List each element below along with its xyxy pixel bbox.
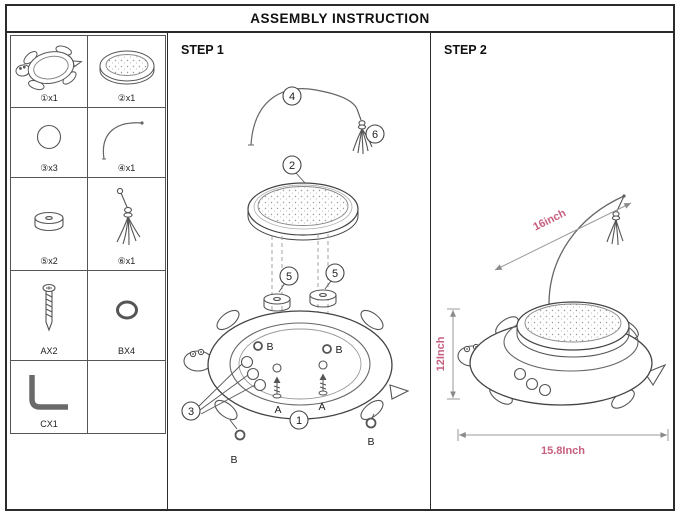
turtle-assembled <box>457 301 667 409</box>
dim-width-label: 15.8Inch <box>541 445 585 457</box>
scratch-pad-icon <box>99 50 154 85</box>
part-cell-ball: ③x3 <box>11 108 88 178</box>
part-cell-allen-key: CX1 <box>11 361 88 433</box>
turtle-base-icon <box>15 45 83 91</box>
part-label-turtle-base: ①x1 <box>40 93 58 103</box>
screw-icon <box>42 283 56 332</box>
content: ①x1 <box>7 33 673 509</box>
callout-3: 3 <box>181 401 201 421</box>
svg-text:5: 5 <box>332 268 338 280</box>
label-b-top-right: B <box>335 344 342 356</box>
tassel-icon <box>116 187 140 246</box>
part-label-screw: AX2 <box>40 346 58 356</box>
ball-icon <box>36 124 62 150</box>
tassel-exploded <box>352 108 373 155</box>
part-label-disc: ⑤x2 <box>40 256 58 266</box>
part-label-tassel: ⑥x1 <box>117 256 136 266</box>
part-cell-scratch-pad: ②x1 <box>88 36 165 108</box>
dim-wand: 16inch <box>494 202 632 271</box>
svg-text:3: 3 <box>188 406 194 418</box>
part-cell-empty <box>88 361 165 433</box>
parts-panel: ①x1 <box>7 33 167 509</box>
wire-icon <box>101 121 144 160</box>
screw-right <box>318 373 328 396</box>
rings <box>229 341 377 441</box>
part-label-ring: BX4 <box>117 346 135 356</box>
part-label-ball: ③x3 <box>40 163 58 173</box>
page-title: ASSEMBLY INSTRUCTION <box>7 6 673 33</box>
label-a-right: A <box>318 401 325 413</box>
part-cell-tassel: ⑥x1 <box>88 178 165 271</box>
dim-height: 12Inch <box>435 308 460 400</box>
dim-height-label: 12Inch <box>435 336 447 371</box>
dim-width: 15.8Inch <box>457 429 669 457</box>
parts-grid: ①x1 <box>10 35 166 434</box>
spacer-disc-left <box>263 293 291 312</box>
turtle-base-exploded <box>183 309 410 421</box>
step2-title: STEP 2 <box>444 43 487 57</box>
callout-leaders <box>198 172 332 415</box>
step1-panel: STEP 1 <box>167 33 430 509</box>
part-cell-wire: ④x1 <box>88 108 165 178</box>
screw-left <box>272 376 282 399</box>
step1-title: STEP 1 <box>181 43 224 57</box>
step2-diagram: 16inch 12Inch 15.8Inch <box>435 194 669 457</box>
label-b-bottom-right: B <box>367 436 374 448</box>
part-label-wire: ④x1 <box>117 163 136 173</box>
callout-1: 1 <box>289 410 309 430</box>
callout-4: 4 <box>282 86 302 106</box>
ring-icon <box>115 300 138 320</box>
label-b-bottom-left: B <box>230 454 237 466</box>
svg-text:2: 2 <box>289 160 295 172</box>
svg-text:6: 6 <box>372 129 378 141</box>
teaser-wire <box>248 88 358 146</box>
part-label-allen-key: CX1 <box>40 419 58 429</box>
dim-wand-label: 16inch <box>531 207 568 233</box>
callout-5-left: 5 <box>279 266 299 286</box>
label-a-left: A <box>274 404 281 416</box>
spacer-disc-right <box>309 289 337 308</box>
part-label-scratch-pad: ②x1 <box>117 93 136 103</box>
callout-5-right: 5 <box>325 263 345 283</box>
step1-diagram: 4 6 2 5 5 <box>181 86 410 466</box>
svg-text:5: 5 <box>286 271 292 283</box>
allen-key-icon <box>29 375 68 410</box>
disc-icon <box>34 211 64 232</box>
part-cell-ring: BX4 <box>88 271 165 361</box>
part-cell-turtle-base: ①x1 <box>11 36 88 108</box>
callout-2: 2 <box>282 155 302 175</box>
scratch-pad-exploded <box>247 182 359 241</box>
label-b-top-left: B <box>266 341 273 353</box>
svg-text:1: 1 <box>296 415 302 427</box>
callout-6: 6 <box>365 124 385 144</box>
svg-text:4: 4 <box>289 91 295 103</box>
instruction-sheet: ASSEMBLY INSTRUCTION <box>5 4 675 511</box>
part-cell-disc: ⑤x2 <box>11 178 88 271</box>
part-cell-screw: AX2 <box>11 271 88 361</box>
step2-panel: STEP 2 <box>430 33 673 509</box>
